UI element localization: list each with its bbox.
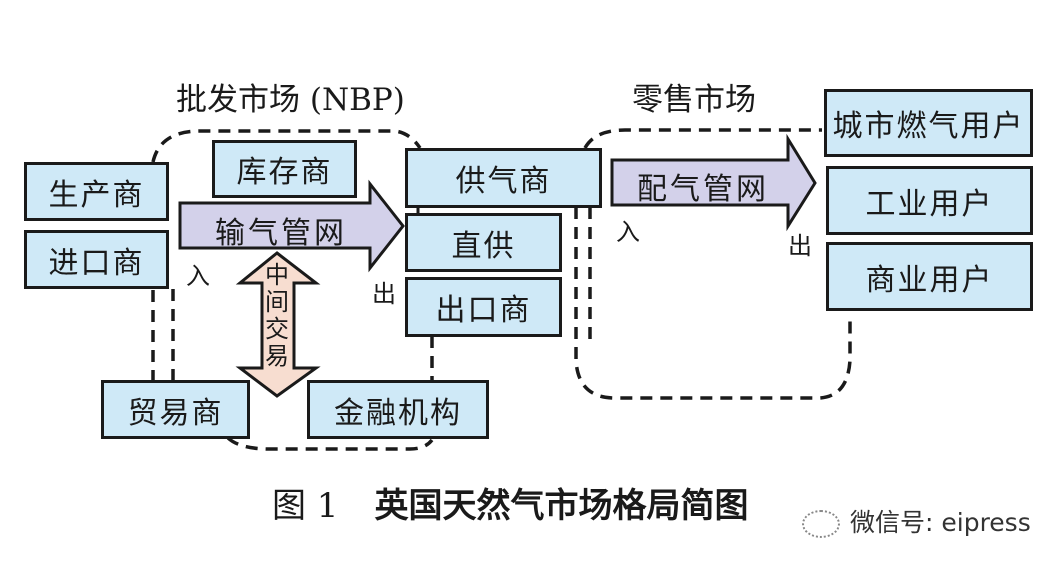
figure-caption: 图 1 英国天然气市场格局简图 [272, 478, 748, 527]
commercial-consumer-box: 商业用户 [826, 242, 1033, 311]
figure-title: 英国天然气市场格局简图 [374, 486, 749, 526]
watermark: 微信号: eipress [802, 503, 1031, 539]
storage-box: 库存商 [212, 140, 357, 198]
transmission-out-label: 出 [372, 280, 396, 308]
transmission-pipeline-arrow [178, 179, 405, 273]
gas-supplier-box: 供气商 [405, 148, 602, 208]
distribution-pipeline-arrow [610, 133, 817, 232]
industrial-consumer-box: 工业用户 [826, 166, 1033, 235]
exporter-box: 出口商 [405, 277, 562, 337]
distribution-in-label: 入 [616, 218, 640, 246]
retail-market-boundary [574, 128, 852, 400]
trader-box: 贸易商 [101, 380, 250, 439]
distribution-out-label: 出 [788, 232, 812, 260]
figure-number: 图 1 [272, 486, 339, 526]
transmission-arrow-label: 输气管网 [215, 216, 347, 251]
intermediate-trade-arrow [235, 251, 321, 398]
financial-institution-box: 金融机构 [307, 380, 489, 439]
watermark-text: 微信号: eipress [850, 508, 1031, 537]
city-gas-consumer-box: 城市燃气用户 [824, 89, 1033, 157]
transmission-in-label: 入 [186, 262, 210, 290]
importer-box: 进口商 [24, 230, 169, 289]
direct-supply-box: 直供 [405, 213, 562, 272]
intermediate-trade-label: 中间交易 [265, 261, 289, 370]
wechat-icon [802, 510, 840, 538]
retail-market-title: 零售市场 [632, 82, 756, 118]
distribution-arrow-label: 配气管网 [637, 172, 769, 207]
producer-box: 生产商 [24, 162, 169, 221]
wholesale-market-title: 批发市场 (NBP) [176, 82, 405, 118]
wholesale-market-boundary [151, 129, 434, 451]
